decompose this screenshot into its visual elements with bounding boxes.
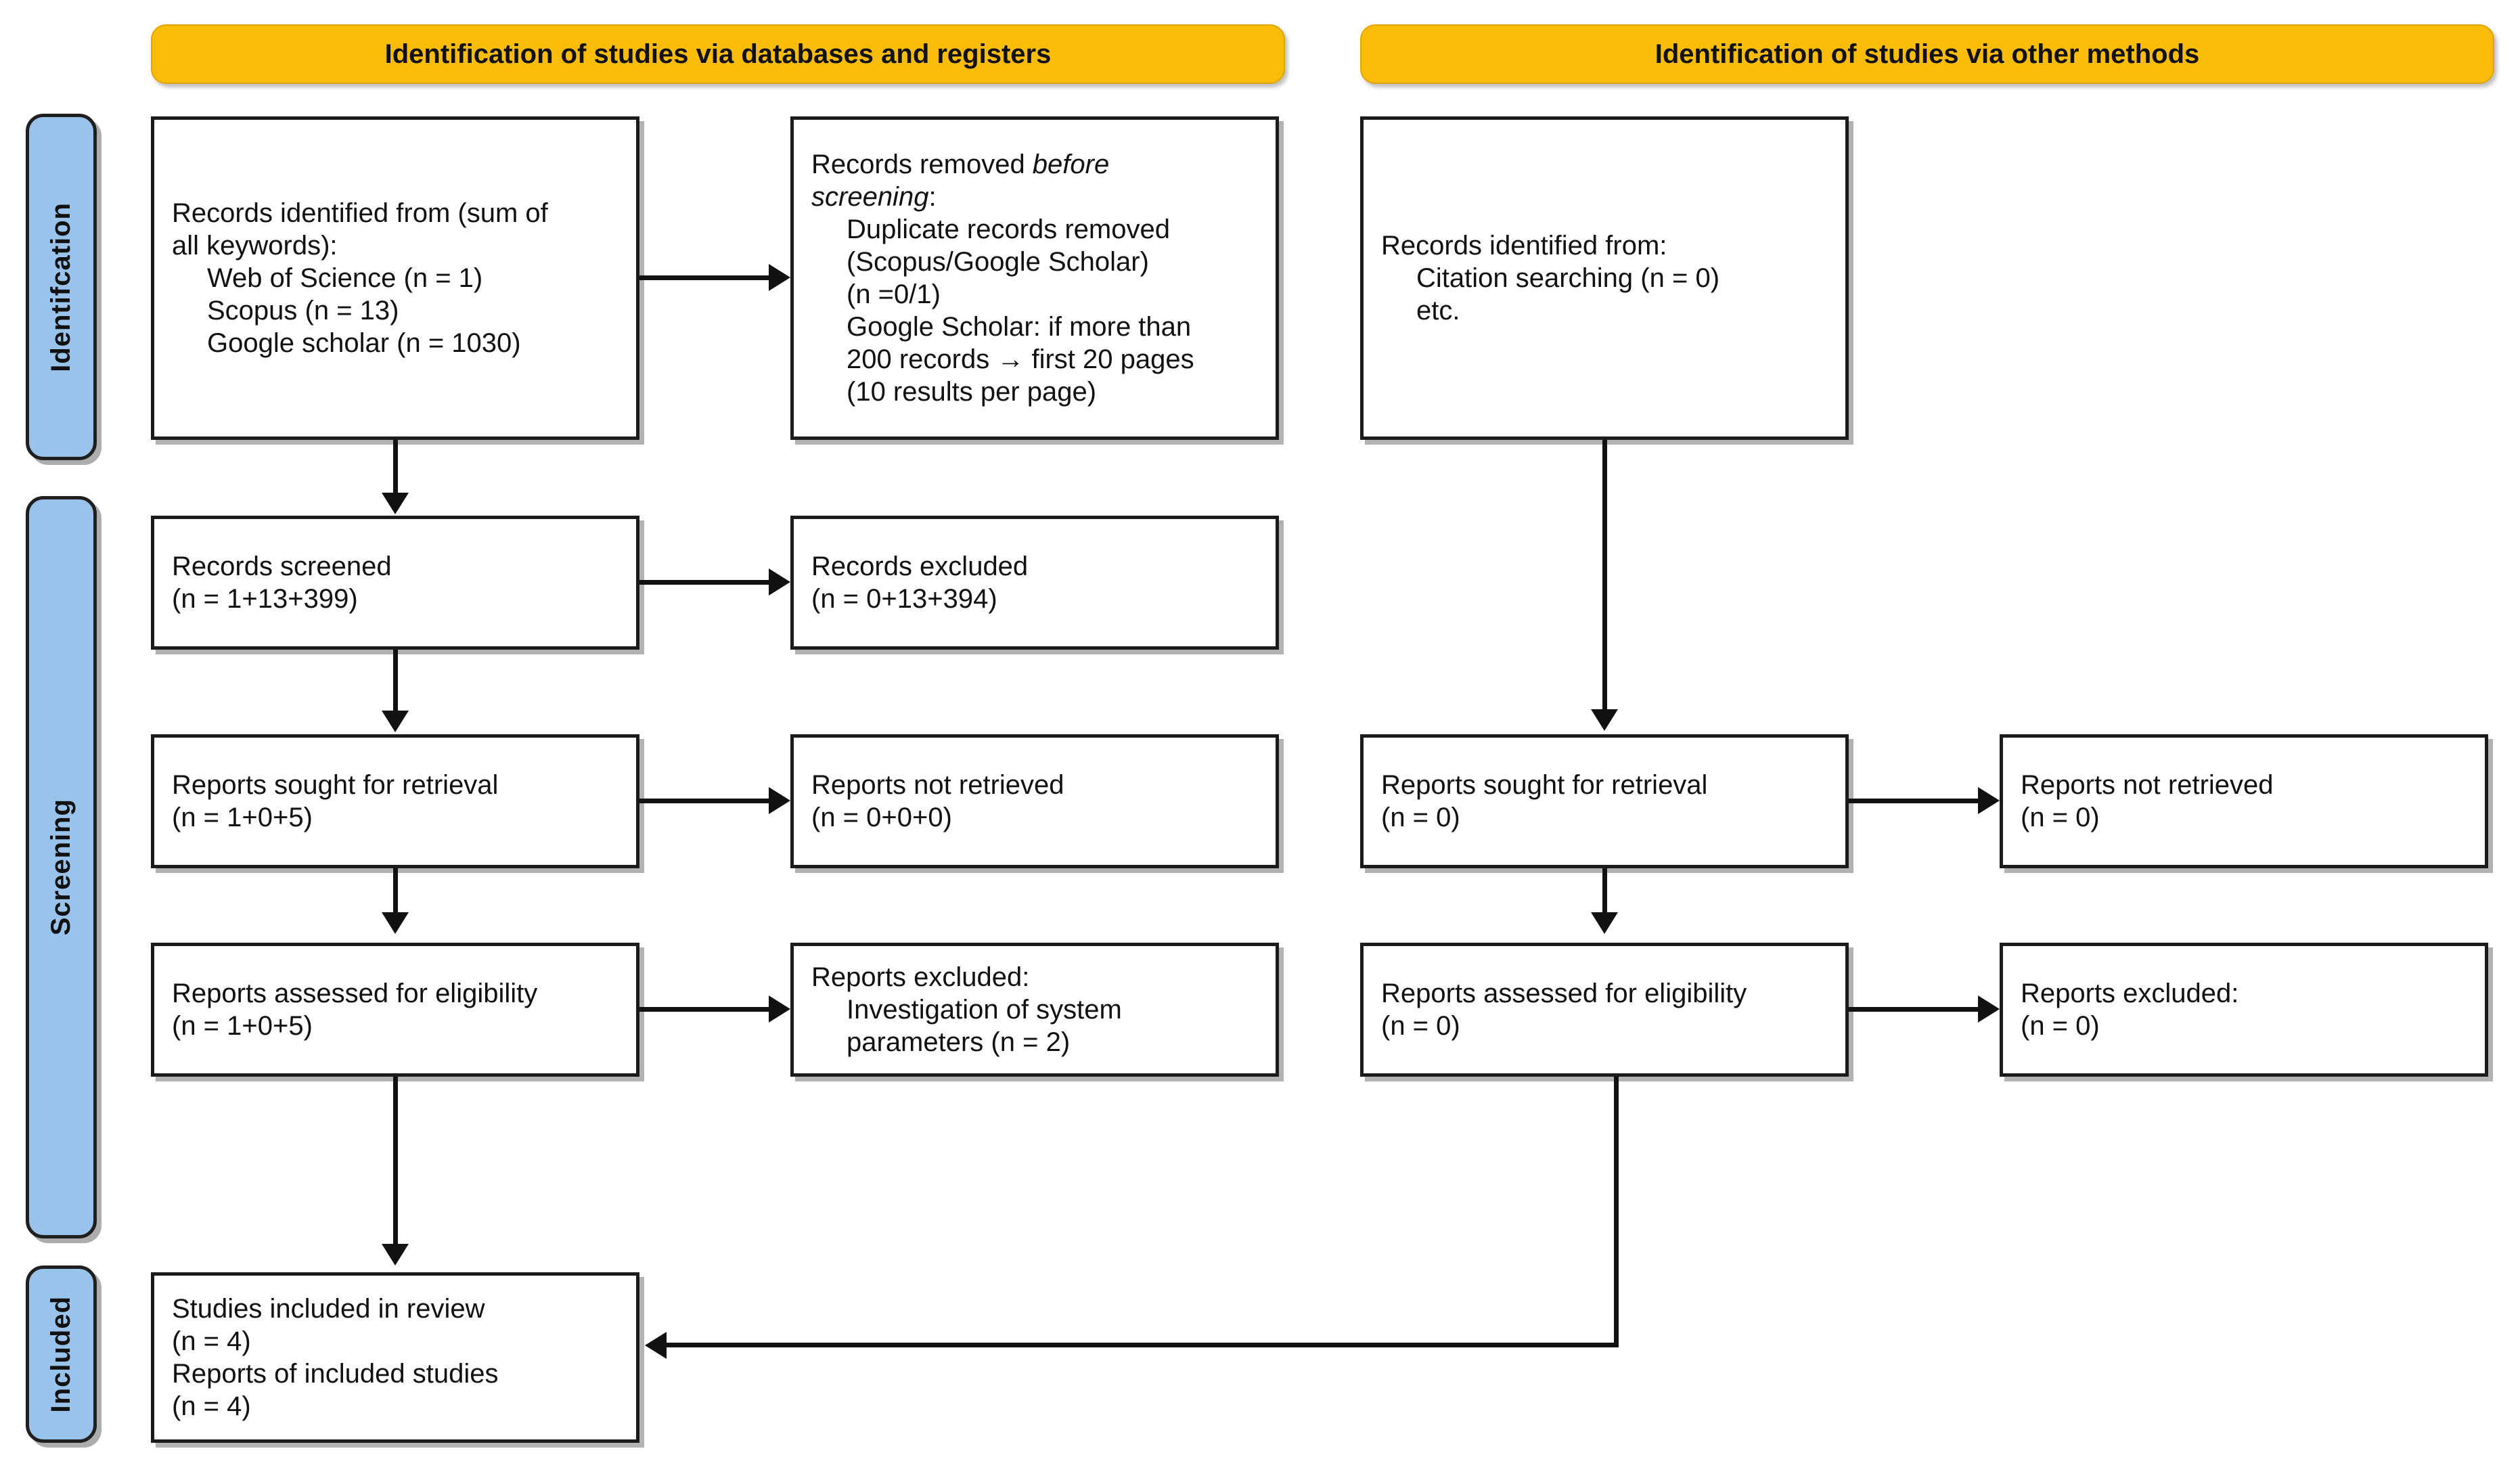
box-reports-excluded-right-text: Reports excluded:(n = 0): [2021, 979, 2239, 1041]
connector-screened-to-sought: [393, 650, 398, 714]
box-reports-not-retrieved-right-text: Reports not retrieved(n = 0): [2021, 770, 2274, 832]
arrowhead-sought-to-assessed-left: [382, 912, 409, 934]
connector-identified-to-removed: [639, 275, 772, 280]
box-reports-excluded-right: Reports excluded:(n = 0): [2000, 943, 2488, 1077]
connector-sought-to-assessed-left: [393, 868, 398, 914]
arrowhead-identified-to-removed: [769, 264, 790, 291]
box-records-excluded: Records excluded(n = 0+13+394): [790, 516, 1279, 650]
connector-sought-to-notretrieved-left: [639, 799, 772, 803]
column-header-other-methods-label: Identification of studies via other meth…: [1655, 39, 2200, 69]
phase-identification: Identifcation: [26, 114, 97, 460]
box-reports-assessed-left-text: Reports assessed for eligibility(n = 1+0…: [172, 979, 538, 1041]
column-header-databases: Identification of studies via databases …: [151, 24, 1285, 84]
arrowhead-other-to-included: [645, 1332, 667, 1359]
box-reports-not-retrieved-right: Reports not retrieved(n = 0): [2000, 734, 2488, 868]
phase-included-label: Included: [46, 1295, 76, 1413]
box-reports-sought-right-text: Reports sought for retrieval(n = 0): [1381, 770, 1708, 832]
box-reports-assessed-right-text: Reports assessed for eligibility(n = 0): [1381, 979, 1747, 1041]
box-reports-assessed-left: Reports assessed for eligibility(n = 1+0…: [151, 943, 639, 1077]
box-records-screened-text: Records screened(n = 1+13+399): [172, 552, 392, 614]
phase-identification-label: Identifcation: [46, 202, 76, 372]
box-reports-sought-left: Reports sought for retrieval(n = 1+0+5): [151, 734, 639, 868]
phase-screening-label: Screening: [46, 799, 76, 936]
column-header-other-methods: Identification of studies via other meth…: [1360, 24, 2494, 84]
box-reports-not-retrieved-left-text: Reports not retrieved(n = 0+0+0): [811, 770, 1064, 832]
box-reports-sought-right: Reports sought for retrieval(n = 0): [1360, 734, 1849, 868]
connector-identified-to-screened: [393, 440, 398, 495]
box-records-excluded-text: Records excluded(n = 0+13+394): [811, 552, 1029, 614]
arrowhead-assessed-to-excluded-left: [769, 995, 790, 1023]
arrowhead-assessed-to-excluded-right: [1978, 995, 2000, 1023]
arrowhead-screened-to-excluded: [769, 568, 790, 596]
arrowhead-sought-to-assessed-right: [1591, 912, 1618, 934]
box-records-screened: Records screened(n = 1+13+399): [151, 516, 639, 650]
connector-sought-to-notretrieved-right: [1849, 799, 1981, 803]
connector-other-to-included-horizontal: [667, 1343, 1619, 1347]
phase-included: Included: [26, 1266, 97, 1443]
box-reports-sought-left-text: Reports sought for retrieval(n = 1+0+5): [172, 770, 499, 832]
box-studies-included-text: Studies included in review(n = 4)Reports…: [172, 1294, 499, 1421]
connector-other-to-included-vertical: [1614, 1077, 1619, 1347]
column-header-databases-label: Identification of studies via databases …: [384, 39, 1052, 69]
connector-assessed-to-excluded-left: [639, 1007, 772, 1012]
connector-sought-to-assessed-right: [1602, 868, 1607, 914]
connector-assessed-to-excluded-right: [1849, 1007, 1981, 1012]
arrowhead-other-identified-to-sought: [1591, 709, 1618, 731]
connector-other-identified-to-sought: [1602, 440, 1607, 711]
arrowhead-sought-to-notretrieved-right: [1978, 787, 2000, 814]
box-reports-excluded-left-text: Reports excluded:Investigation of system…: [811, 962, 1122, 1057]
arrowhead-identified-to-screened: [382, 493, 409, 514]
box-reports-not-retrieved-left: Reports not retrieved(n = 0+0+0): [790, 734, 1279, 868]
phase-screening: Screening: [26, 496, 97, 1238]
box-studies-included: Studies included in review(n = 4)Reports…: [151, 1272, 639, 1443]
box-records-identified-other: Records identified from:Citation searchi…: [1360, 116, 1849, 440]
box-reports-assessed-right: Reports assessed for eligibility(n = 0): [1360, 943, 1849, 1077]
box-records-identified-other-text: Records identified from:Citation searchi…: [1381, 231, 1720, 326]
connector-screened-to-excluded: [639, 580, 772, 585]
connector-assessed-to-included: [393, 1077, 398, 1246]
arrowhead-sought-to-notretrieved-left: [769, 787, 790, 814]
arrowhead-assessed-to-included: [382, 1244, 409, 1266]
box-reports-excluded-left: Reports excluded:Investigation of system…: [790, 943, 1279, 1077]
arrowhead-screened-to-sought: [382, 711, 409, 732]
